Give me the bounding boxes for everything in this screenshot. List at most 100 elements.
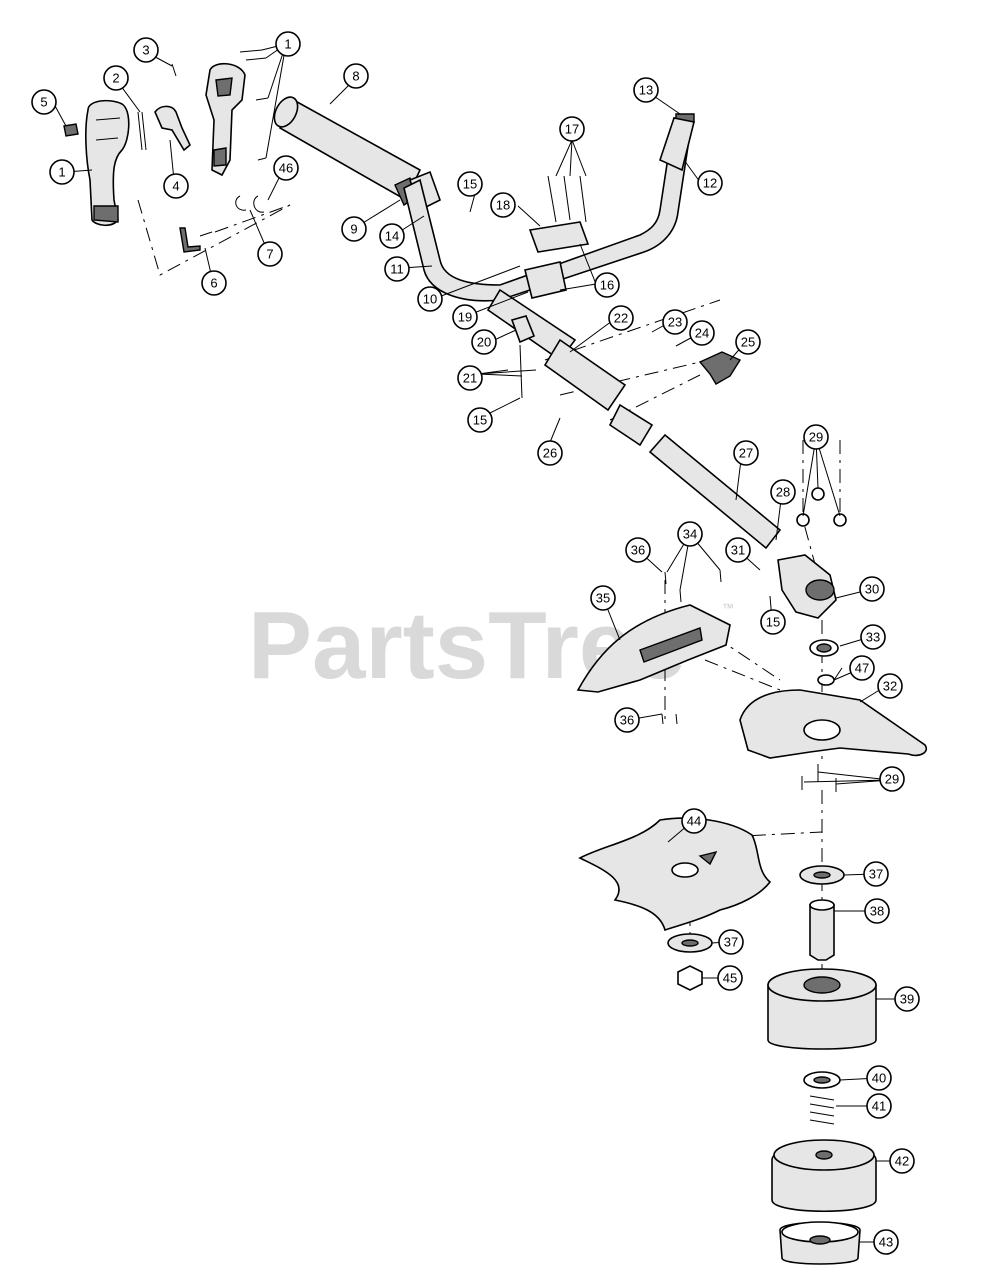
svg-text:30: 30 bbox=[865, 582, 879, 597]
callout-18: 18 bbox=[490, 192, 516, 218]
svg-text:19: 19 bbox=[458, 310, 472, 325]
callout-20: 20 bbox=[471, 329, 497, 355]
callout-26: 26 bbox=[537, 440, 563, 466]
guard-bolts bbox=[801, 764, 837, 792]
callout-27: 27 bbox=[733, 440, 759, 466]
callout-37-left: 37 bbox=[718, 929, 744, 955]
handle-half-shell bbox=[205, 62, 246, 177]
callout-9: 9 bbox=[341, 216, 367, 242]
callout-19: 19 bbox=[452, 304, 478, 330]
mid-shaft bbox=[486, 288, 654, 447]
gear-head bbox=[777, 554, 837, 619]
screws-handle bbox=[239, 49, 269, 161]
callout-30: 30 bbox=[859, 576, 885, 602]
callout-45: 45 bbox=[717, 965, 743, 991]
hex-key bbox=[179, 227, 213, 253]
spool bbox=[771, 1139, 877, 1213]
handlebar bbox=[403, 113, 695, 302]
callout-34: 34 bbox=[677, 521, 703, 547]
svg-text:35: 35 bbox=[596, 591, 610, 606]
callout-17: 17 bbox=[559, 116, 585, 142]
blade-nut bbox=[677, 965, 703, 991]
callout-38: 38 bbox=[864, 898, 890, 924]
bearing-part bbox=[809, 639, 839, 686]
svg-text:7: 7 bbox=[266, 247, 273, 262]
callout-16: 16 bbox=[594, 272, 620, 298]
callout-47: 47 bbox=[849, 655, 875, 681]
callout-29-top: 29 bbox=[803, 424, 829, 450]
svg-text:15: 15 bbox=[473, 413, 487, 428]
svg-text:43: 43 bbox=[879, 1235, 893, 1250]
svg-text:8: 8 bbox=[352, 69, 359, 84]
svg-text:39: 39 bbox=[900, 992, 914, 1007]
callout-22: 22 bbox=[608, 305, 634, 331]
svg-text:1: 1 bbox=[284, 37, 291, 52]
callout-25: 25 bbox=[735, 329, 761, 355]
svg-text:27: 27 bbox=[739, 446, 753, 461]
svg-text:18: 18 bbox=[496, 198, 510, 213]
callout-37-right: 37 bbox=[863, 861, 889, 887]
svg-text:34: 34 bbox=[683, 527, 697, 542]
callout-36-bottom: 36 bbox=[614, 707, 640, 733]
cutting-blade bbox=[578, 817, 772, 932]
callout-12: 12 bbox=[697, 170, 723, 196]
lower-shaft-tube bbox=[648, 433, 782, 550]
callout-46: 46 bbox=[273, 155, 299, 181]
handlebar-clamp bbox=[524, 175, 590, 299]
svg-text:47: 47 bbox=[855, 661, 869, 676]
svg-text:45: 45 bbox=[723, 971, 737, 986]
guard-screws bbox=[661, 569, 722, 725]
callout-14: 14 bbox=[379, 223, 405, 249]
svg-text:1: 1 bbox=[58, 165, 65, 180]
svg-text:24: 24 bbox=[695, 326, 709, 341]
callout-21: 21 bbox=[457, 365, 483, 391]
callout-33: 33 bbox=[860, 624, 886, 650]
svg-text:28: 28 bbox=[776, 485, 790, 500]
callout-6: 6 bbox=[201, 270, 227, 296]
watermark-trademark: ™ bbox=[722, 601, 734, 615]
gear-head-nuts bbox=[796, 487, 847, 527]
lock-washer bbox=[803, 1071, 841, 1089]
svg-text:15: 15 bbox=[463, 177, 477, 192]
retaining-clips bbox=[235, 195, 265, 213]
callout-23: 23 bbox=[662, 309, 688, 335]
callout-28: 28 bbox=[770, 479, 796, 505]
svg-text:10: 10 bbox=[423, 292, 437, 307]
callout-24: 24 bbox=[689, 320, 715, 346]
bump-knob bbox=[779, 1221, 861, 1265]
svg-text:44: 44 bbox=[687, 814, 701, 829]
callout-44: 44 bbox=[681, 808, 707, 834]
callout-15-mid: 15 bbox=[467, 407, 493, 433]
svg-text:14: 14 bbox=[385, 229, 399, 244]
svg-text:5: 5 bbox=[40, 95, 47, 110]
callout-8: 8 bbox=[343, 63, 369, 89]
blade-washer-upper bbox=[799, 865, 845, 885]
mounting-bracket bbox=[510, 315, 536, 399]
callout-39: 39 bbox=[894, 986, 920, 1012]
svg-text:6: 6 bbox=[210, 276, 217, 291]
callout-35: 35 bbox=[590, 585, 616, 611]
callout-41: 41 bbox=[866, 1093, 892, 1119]
svg-text:42: 42 bbox=[895, 1154, 909, 1169]
svg-text:29: 29 bbox=[809, 430, 823, 445]
svg-text:2: 2 bbox=[112, 71, 119, 86]
callout-15-top: 15 bbox=[457, 171, 483, 197]
callout-1-top: 1 bbox=[275, 31, 301, 57]
switch-part bbox=[63, 123, 79, 137]
svg-text:4: 4 bbox=[172, 179, 179, 194]
svg-text:37: 37 bbox=[869, 867, 883, 882]
svg-text:20: 20 bbox=[477, 335, 491, 350]
callout-5: 5 bbox=[31, 89, 57, 115]
svg-text:33: 33 bbox=[866, 630, 880, 645]
svg-text:23: 23 bbox=[668, 315, 682, 330]
svg-text:21: 21 bbox=[463, 371, 477, 386]
callout-2: 2 bbox=[103, 65, 129, 91]
callout-15-right: 15 bbox=[760, 609, 786, 635]
callout-4: 4 bbox=[163, 173, 189, 199]
callout-10: 10 bbox=[417, 286, 443, 312]
throttle-handle-housing bbox=[85, 99, 130, 227]
svg-text:22: 22 bbox=[614, 311, 628, 326]
callout-43: 43 bbox=[873, 1229, 899, 1255]
callout-3: 3 bbox=[133, 37, 159, 63]
callout-7: 7 bbox=[257, 241, 283, 267]
